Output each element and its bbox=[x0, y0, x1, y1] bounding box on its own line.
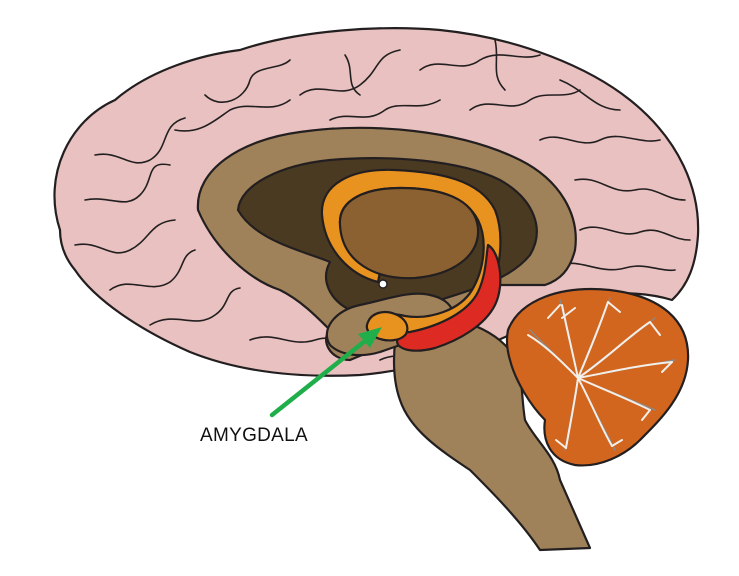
thalamus bbox=[338, 186, 480, 280]
brainstem bbox=[392, 315, 592, 552]
hippocampus-red bbox=[396, 243, 502, 352]
amygdala-label: AMYGDALA bbox=[200, 425, 308, 446]
arrow-icon bbox=[269, 327, 382, 418]
cortex-sulci bbox=[74, 39, 691, 361]
mammillary-dot bbox=[378, 279, 388, 289]
cerebellum bbox=[505, 288, 690, 467]
arbor-vitae bbox=[527, 301, 673, 449]
